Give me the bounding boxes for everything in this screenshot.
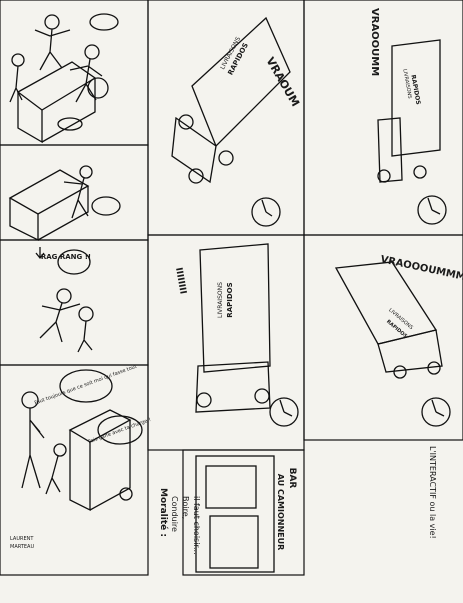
clock-4-hands xyxy=(431,399,445,417)
author-name-2: MARTEAU xyxy=(10,544,34,550)
other-man-body xyxy=(77,320,93,353)
truck-1-cab xyxy=(171,116,217,184)
bar-facade xyxy=(195,455,275,573)
short-man-body xyxy=(45,455,61,495)
bubble-4 xyxy=(91,196,121,216)
truck-1-wheel-3 xyxy=(188,168,204,184)
truck-4-wheel-2 xyxy=(427,361,441,375)
panel-5-drawing xyxy=(171,16,291,227)
truck-3-sign-line2: RAPIDOS xyxy=(226,282,234,317)
panel-7-border xyxy=(182,449,305,576)
author-name-1: LAURENT xyxy=(10,536,34,542)
truck-3-trailer xyxy=(199,243,271,373)
crate2-side xyxy=(9,198,39,242)
panel-4-drawing xyxy=(21,369,143,512)
panel-9-border xyxy=(303,234,463,441)
panel-6-drawing xyxy=(195,243,299,427)
man-3-body xyxy=(9,65,23,103)
crate-side xyxy=(17,92,43,144)
bar-sign-line2: AU CAMIONNEUR xyxy=(276,474,285,551)
crate2-front xyxy=(37,186,89,241)
panel-8-drawing xyxy=(377,39,447,225)
hurt-man-head xyxy=(56,288,72,304)
clock-3 xyxy=(269,397,299,427)
clock-2-hands xyxy=(427,197,441,215)
bar-window-1 xyxy=(205,465,257,509)
bubble-7 xyxy=(97,415,143,445)
panel-9-drawing xyxy=(334,261,451,427)
bubble-3 xyxy=(57,117,83,131)
bubble-5 xyxy=(57,249,91,275)
panel-4-border xyxy=(0,364,149,576)
moral-title: Moralité : xyxy=(158,488,169,537)
crate3-side xyxy=(69,430,91,512)
clock-3-hands xyxy=(279,399,293,417)
man-1-body xyxy=(34,28,71,71)
bubble-1 xyxy=(89,13,119,31)
kneeling-man-head xyxy=(119,487,133,501)
truck-3-sign-line1: LIVRAISONS xyxy=(217,282,224,318)
panel-3-drawing xyxy=(35,247,94,353)
crate-front xyxy=(41,78,96,143)
vraoum-sound-2: VRAOOUMM xyxy=(369,8,380,76)
panel-1-drawing xyxy=(9,13,119,144)
truck-2-wheel-2 xyxy=(413,165,427,179)
page-caption: L'INTERACTIF ou la vie! xyxy=(428,446,437,539)
truck-4-wheel-1 xyxy=(393,365,407,379)
clock-2 xyxy=(417,195,447,225)
truck-2-sign-line1: LIVRAISONS xyxy=(401,69,412,99)
hurt-man-body xyxy=(39,302,81,343)
truck-1-wheel-1 xyxy=(178,114,194,130)
short-man-head xyxy=(53,443,67,457)
clock-1-hands xyxy=(261,199,273,217)
moral-line-3: il faut choisir... xyxy=(192,496,201,555)
truck-1-wheel-2 xyxy=(218,150,234,166)
rag-rang-sound: RAG RANG !! xyxy=(41,253,91,261)
pusher-head xyxy=(79,165,93,179)
clock-4 xyxy=(421,397,451,427)
truck-3-wheel-1 xyxy=(196,392,212,408)
truck-1-trailer xyxy=(191,16,291,148)
moral-line-1: Conduire xyxy=(170,496,179,532)
tall-man-body xyxy=(21,408,45,489)
truck-4-cab xyxy=(377,329,443,373)
falling-arrow xyxy=(35,247,45,260)
man-2-body xyxy=(69,58,103,103)
panel-2-drawing xyxy=(8,165,121,242)
bar-window-2 xyxy=(209,515,259,569)
bar-sign-line1: BAR xyxy=(287,468,297,489)
pusher-body xyxy=(63,177,89,219)
truck-2-wheel-1 xyxy=(377,169,391,183)
honk-sound: IIIIIIII xyxy=(173,267,188,295)
bubble-2 xyxy=(87,77,109,99)
truck-2-cab xyxy=(377,117,403,183)
man-2-head xyxy=(84,44,100,60)
panel-7-drawing xyxy=(195,455,275,573)
clock-1 xyxy=(251,197,281,227)
bubble-6 xyxy=(59,369,113,403)
truck-3-wheel-2 xyxy=(254,388,270,404)
panel-borders xyxy=(0,0,463,576)
moral-line-2: Boire, xyxy=(181,496,190,519)
